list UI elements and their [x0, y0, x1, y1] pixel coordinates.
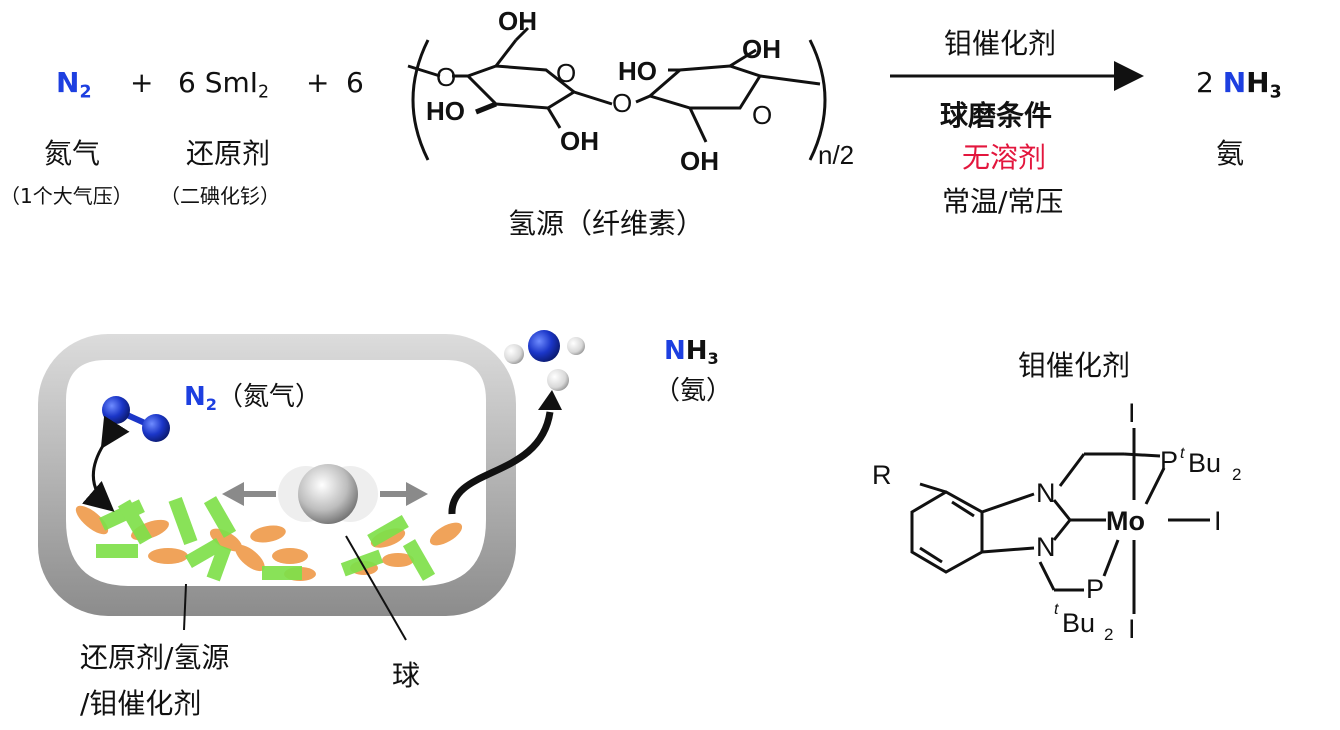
catalyst-title: 钼催化剂: [1018, 349, 1131, 382]
mill-n2-symbol: N: [184, 382, 206, 412]
reductant-label: 还原剂: [186, 137, 271, 170]
label-o-bridge: O: [612, 88, 632, 118]
label-i-right: I: [1214, 506, 1222, 536]
arrow-solvent-free-label: 无溶剂: [962, 141, 1047, 174]
label-bu-sub-lower: 2: [1104, 625, 1113, 644]
label-oh-bottom-right: OH: [680, 146, 719, 176]
label-i-top: I: [1128, 398, 1136, 428]
mill-n2-subscript: 2: [205, 395, 217, 415]
arrow-ballmill-label: 球磨条件: [940, 99, 1053, 132]
mixture-leader-line: [183, 583, 187, 631]
mill-nh3-subscript: 3: [707, 349, 719, 369]
mixture-label-line2: /钼催化剂: [80, 687, 202, 720]
mill-nh3-cn: （氨）: [654, 376, 733, 406]
label-t-upper: t: [1180, 445, 1185, 462]
mill-nh3-h: H: [685, 336, 708, 366]
label-p-upper: P: [1160, 446, 1178, 476]
milling-ball: [278, 464, 378, 524]
smi2-formula: 6 SmI2: [178, 66, 269, 103]
product-arrow: [448, 411, 554, 515]
smi2-subscript: 2: [258, 82, 270, 103]
mill-n2-label: N2（氮气）: [184, 376, 321, 414]
ball-motion-arrows: [222, 482, 428, 506]
catalyst-structure: [910, 428, 1210, 614]
reductant-note: （二碘化钐）: [160, 184, 280, 208]
label-bu-upper: Bu: [1188, 448, 1221, 478]
label-n-upper: N: [1036, 478, 1056, 508]
plus-sign-1: +: [130, 66, 154, 99]
label-bu-lower: Bu: [1062, 608, 1095, 638]
cellulose-structure: [407, 26, 827, 161]
n2-formula: N2: [56, 66, 92, 103]
mill-n2-cn: （氮气）: [216, 382, 321, 412]
label-o-left: O: [436, 62, 456, 92]
mixture-particles: [75, 496, 463, 582]
mixture-label-line1: 还原剂/氢源: [80, 641, 230, 674]
nh3-formula: 2 NH3: [1196, 66, 1282, 103]
label-p-lower: P: [1086, 574, 1104, 604]
catalyst-atom-labels: R N N Mo I I I P t Bu 2 P t Bu 2: [872, 398, 1241, 644]
nh3-coefficient: 2: [1196, 66, 1223, 99]
label-n-lower: N: [1036, 532, 1056, 562]
label-r: R: [872, 460, 892, 490]
mill-nh3-n: N: [664, 336, 686, 366]
label-ho-right: HO: [618, 56, 657, 86]
n2-exchange-arrow: [82, 415, 130, 512]
label-oh-bottom-left: OH: [560, 126, 599, 156]
nitrogen-label: 氮气: [44, 137, 101, 170]
n2-subscript: 2: [79, 82, 92, 103]
bracket-left: [411, 39, 430, 161]
bracket-right: [808, 39, 827, 161]
label-o-ring2: O: [752, 100, 772, 130]
nitrogen-pressure-note: （1个大气压）: [0, 184, 133, 208]
label-bu-sub-upper: 2: [1232, 465, 1241, 484]
label-i-bottom: I: [1128, 614, 1136, 644]
cellulose-atom-labels: OH O O HO OH O HO OH O OH n/2: [426, 6, 854, 176]
ball-label: 球: [392, 659, 421, 692]
ammonia-label: 氨: [1216, 137, 1245, 170]
n2-symbol: N: [56, 66, 80, 99]
nh3-subscript: 3: [1269, 82, 1282, 103]
smi2-text: 6 SmI: [178, 66, 259, 99]
plus-sign-2: +: [306, 66, 330, 99]
ball-leader-line: [345, 535, 407, 641]
label-ho-left: HO: [426, 96, 465, 126]
nh3-h: H: [1246, 66, 1270, 99]
label-mo: Mo: [1106, 506, 1145, 536]
product-arrow-head: [538, 390, 562, 410]
hydrogen-source-label: 氢源（纤维素）: [508, 207, 705, 240]
label-t-lower: t: [1054, 601, 1059, 618]
nh3-n: N: [1222, 66, 1247, 99]
arrow-catalyst-label: 钼催化剂: [944, 27, 1057, 60]
label-oh-top-left: OH: [498, 6, 537, 36]
arrow-conditions-label: 常温/常压: [942, 185, 1064, 218]
nh3-molecule: [504, 330, 585, 391]
cellulose-coefficient: 6: [346, 66, 364, 99]
mill-nh3-formula: NH3: [664, 336, 719, 368]
label-o-ring1: O: [556, 58, 576, 88]
label-n-over-2: n/2: [818, 140, 854, 170]
label-oh-top-right: OH: [742, 34, 781, 64]
